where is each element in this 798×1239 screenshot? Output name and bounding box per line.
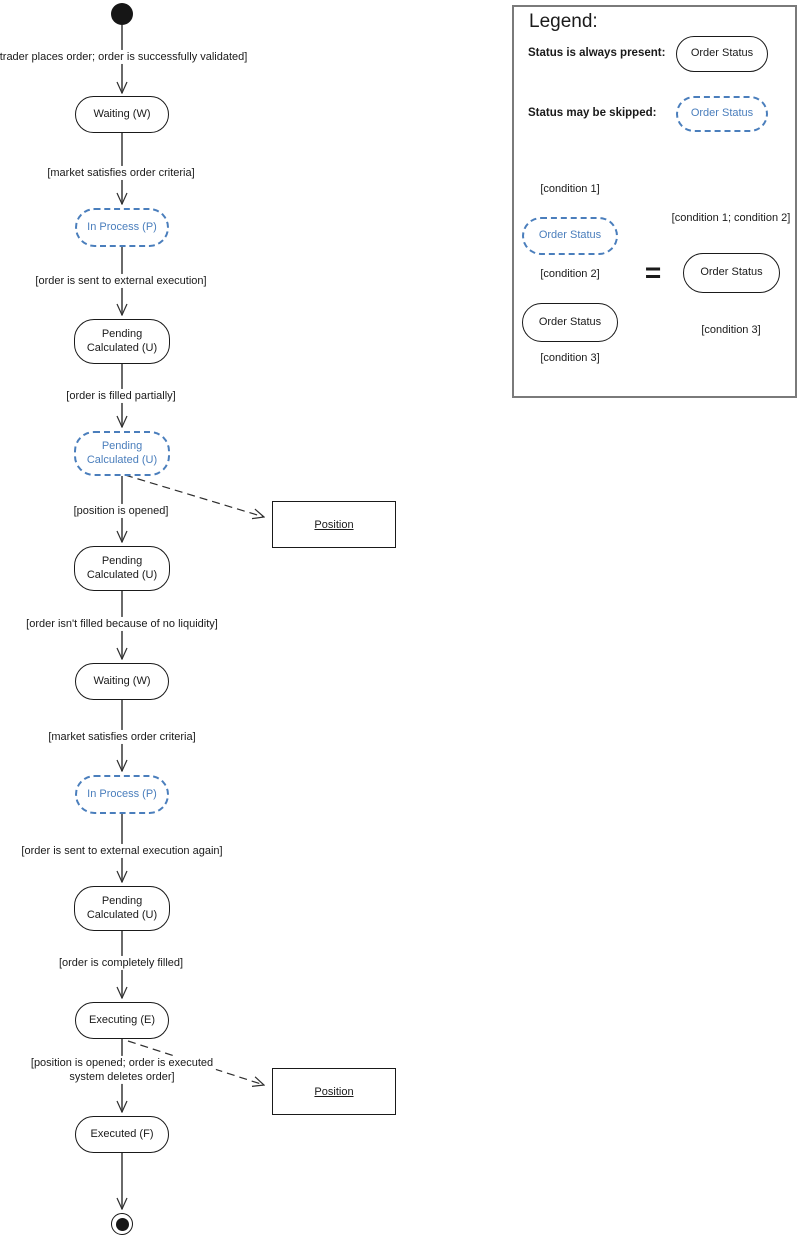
edge-dashed-to-position1	[124, 474, 264, 517]
state-pending-4: Pending Calculated (U)	[74, 886, 170, 931]
artifact-position-2-label: Position	[314, 1085, 354, 1098]
state-pending-1: Pending Calculated (U)	[74, 319, 170, 364]
final-state-node	[111, 1213, 133, 1235]
guard-no-liquidity: [order isn't filled because of no liquid…	[23, 616, 221, 632]
guard-trader-places-order: [trader places order; order is successfu…	[0, 49, 251, 65]
artifact-position-2: Position	[272, 1068, 396, 1115]
legend-example-solid-state-right: Order Status	[683, 253, 780, 293]
legend-state-always: Order Status	[676, 36, 768, 72]
state-pending-2-skippable: Pending Calculated (U)	[74, 431, 170, 476]
legend-equals-sign: =	[644, 257, 662, 288]
state-pending-3: Pending Calculated (U)	[74, 546, 170, 591]
artifact-position-1: Position	[272, 501, 396, 548]
artifact-position-1-label: Position	[314, 518, 354, 531]
state-executing: Executing (E)	[75, 1002, 169, 1039]
guard-sent-to-execution: [order is sent to external execution]	[32, 273, 210, 289]
legend-state-skipped: Order Status	[676, 96, 768, 132]
guard-sent-to-execution-again: [order is sent to external execution aga…	[18, 843, 226, 859]
legend-condition-1: [condition 1]	[537, 181, 603, 197]
guard-position-opened: [position is opened]	[70, 503, 172, 519]
guard-market-satisfies-1: [market satisfies order criteria]	[44, 165, 198, 181]
guard-order-executed-deleted: [position is opened; order is executed s…	[27, 1055, 217, 1085]
state-executed: Executed (F)	[75, 1116, 169, 1153]
initial-state-node	[111, 3, 133, 25]
legend-condition-2: [condition 2]	[537, 266, 603, 282]
state-waiting-2: Waiting (W)	[75, 663, 169, 700]
final-state-dot	[115, 1217, 129, 1231]
guard-filled-partially: [order is filled partially]	[63, 388, 179, 404]
legend-condition-1-2-combined: [condition 1; condition 2]	[668, 210, 794, 226]
state-inprocess-1: In Process (P)	[75, 208, 169, 247]
guard-completely-filled: [order is completely filled]	[55, 955, 187, 971]
legend-always-present-label: Status is always present:	[528, 47, 666, 59]
legend-example-solid-state-left: Order Status	[522, 303, 618, 342]
state-waiting-1: Waiting (W)	[75, 96, 169, 133]
legend-title: Legend:	[529, 11, 598, 32]
legend-may-be-skipped-label: Status may be skipped:	[528, 107, 657, 119]
legend-example-dashed-state: Order Status	[522, 217, 618, 255]
state-inprocess-2: In Process (P)	[75, 775, 169, 814]
legend-condition-3-left: [condition 3]	[537, 350, 603, 366]
legend-condition-3-right: [condition 3]	[698, 322, 764, 338]
guard-market-satisfies-2: [market satisfies order criteria]	[45, 729, 199, 745]
